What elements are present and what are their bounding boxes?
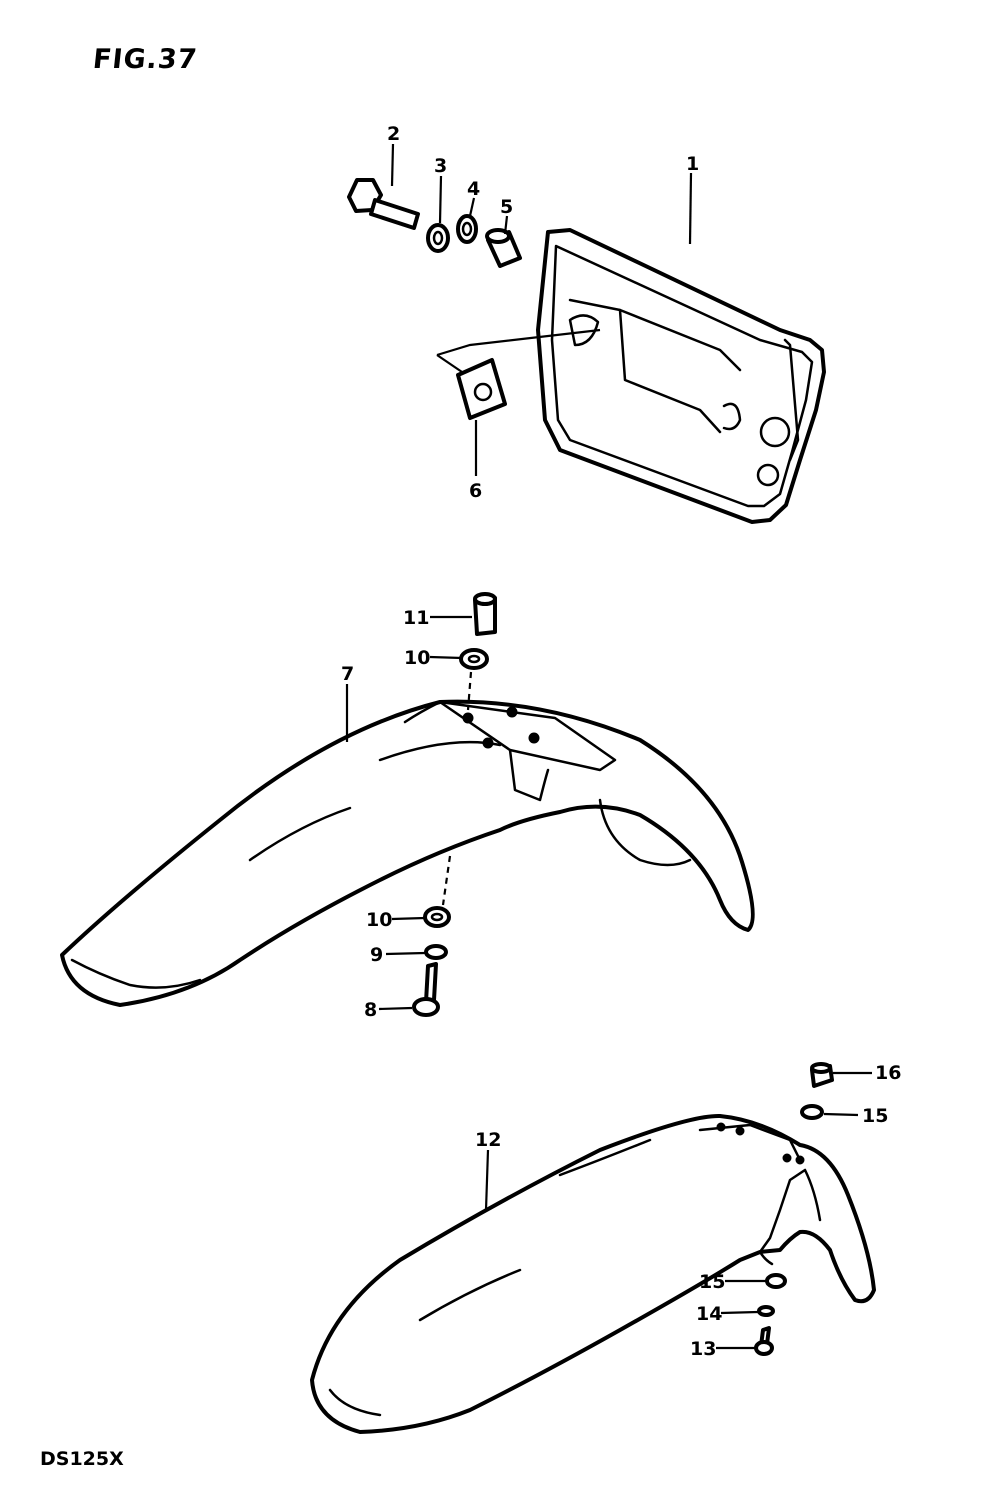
callout-2: 2 (387, 123, 400, 145)
front-bolt (412, 962, 440, 1017)
callout-13: 13 (690, 1338, 716, 1360)
callout-10-upper: 10 (404, 647, 430, 669)
callout-16: 16 (875, 1062, 901, 1084)
front-washer-upper (459, 648, 489, 670)
leader-8 (378, 1006, 413, 1011)
lock-washer (456, 214, 478, 244)
callout-12: 12 (475, 1129, 501, 1151)
callout-10-lower: 10 (366, 909, 392, 931)
callout-3: 3 (434, 155, 447, 177)
front-lock-washer (424, 944, 448, 960)
callout-15-upper: 15 (862, 1105, 888, 1127)
callout-14: 14 (696, 1303, 722, 1325)
front-washer-lower (423, 906, 451, 928)
rear-washer-upper (800, 1104, 824, 1120)
callout-5: 5 (500, 196, 513, 218)
assembly-line-nut (436, 328, 601, 357)
leader-9 (385, 951, 426, 956)
leader-4 (468, 197, 476, 217)
leader-10b (391, 916, 426, 921)
callout-8: 8 (364, 999, 377, 1021)
rear-fender (310, 1113, 876, 1434)
leader-12 (484, 1149, 490, 1211)
rear-washer-lower (765, 1273, 787, 1289)
model-code: DS125X (40, 1448, 124, 1470)
callout-1: 1 (686, 153, 699, 175)
rear-bolt (754, 1326, 774, 1356)
washer (426, 223, 450, 253)
leader-2 (390, 143, 395, 187)
callout-4: 4 (467, 178, 480, 200)
rear-lock-washer (757, 1305, 775, 1317)
nut (456, 358, 507, 420)
callout-7: 7 (341, 663, 354, 685)
callout-9: 9 (370, 944, 383, 966)
assembly-line-nut-b (436, 354, 463, 373)
leader-15a (823, 1112, 859, 1117)
callout-15-lower: 15 (699, 1271, 725, 1293)
headlight-housing (536, 228, 826, 524)
callout-6: 6 (469, 480, 482, 502)
front-fender (60, 699, 755, 1007)
leader-5 (503, 215, 509, 235)
collar (485, 228, 522, 268)
rear-collar (810, 1062, 834, 1088)
front-axis-lower (441, 855, 452, 906)
front-collar (473, 592, 497, 636)
leader-14 (720, 1310, 759, 1315)
leader-1 (688, 172, 693, 245)
leader-10a (429, 655, 463, 660)
leader-3 (438, 175, 443, 224)
bolt (347, 178, 420, 230)
callout-11: 11 (403, 607, 429, 629)
